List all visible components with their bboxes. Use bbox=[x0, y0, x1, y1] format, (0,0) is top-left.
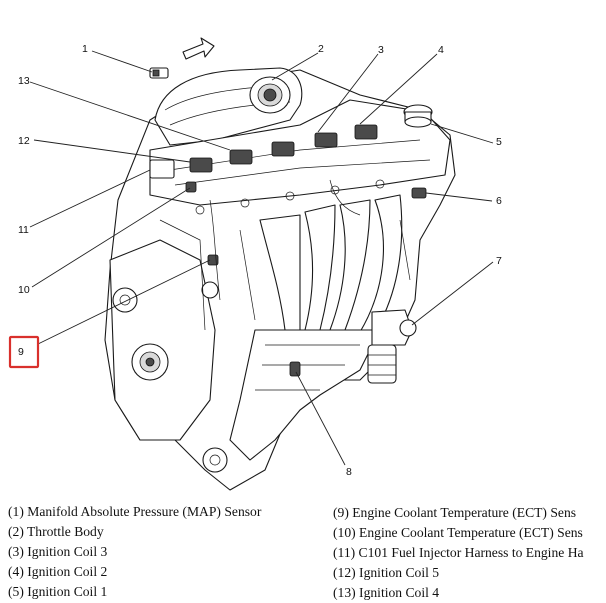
callout-11: 11 bbox=[18, 224, 29, 236]
callout-3: 3 bbox=[378, 44, 384, 56]
callout-numbers: 1 2 3 4 5 6 7 8 9 10 11 12 13 bbox=[8, 43, 502, 478]
callout-2: 2 bbox=[318, 43, 324, 55]
legend-right: (9) Engine Coolant Temperature (ECT) Sen… bbox=[333, 503, 584, 603]
legend-item: (1) Manifold Absolute Pressure (MAP) Sen… bbox=[8, 504, 262, 519]
legend-item: (9) Engine Coolant Temperature (ECT) Sen… bbox=[333, 505, 577, 520]
legend-item: (11) C101 Fuel Injector Harness to Engin… bbox=[333, 545, 584, 560]
legend-item: (3) Ignition Coil 3 bbox=[8, 544, 108, 559]
callout-6: 6 bbox=[496, 195, 502, 207]
engine-illustration bbox=[104, 37, 456, 491]
legend-item: (5) Ignition Coil 1 bbox=[8, 584, 108, 599]
callout-8: 8 bbox=[346, 466, 352, 478]
callout-13: 13 bbox=[18, 75, 30, 87]
highlight-box bbox=[8, 335, 40, 369]
ignition-coils bbox=[149, 124, 378, 179]
callout-1: 1 bbox=[82, 43, 88, 55]
callout-10: 10 bbox=[18, 284, 30, 296]
callout-5: 5 bbox=[496, 136, 502, 148]
legend-item: (10) Engine Coolant Temperature (ECT) Se… bbox=[333, 525, 583, 540]
engine-diagram: 1 2 3 4 5 6 7 8 9 10 11 12 13 bbox=[8, 37, 502, 491]
callout-9: 9 bbox=[18, 346, 24, 358]
legend-left: (1) Manifold Absolute Pressure (MAP) Sen… bbox=[8, 502, 261, 602]
callout-4: 4 bbox=[438, 44, 444, 56]
legend-item: (4) Ignition Coil 2 bbox=[8, 564, 108, 579]
legend-item: (2) Throttle Body bbox=[8, 524, 104, 539]
legend-item: (12) Ignition Coil 5 bbox=[333, 565, 440, 580]
legend-item: (13) Ignition Coil 4 bbox=[333, 585, 440, 600]
callout-7: 7 bbox=[496, 255, 502, 267]
leader-lines bbox=[29, 50, 494, 466]
callout-12: 12 bbox=[18, 135, 30, 147]
